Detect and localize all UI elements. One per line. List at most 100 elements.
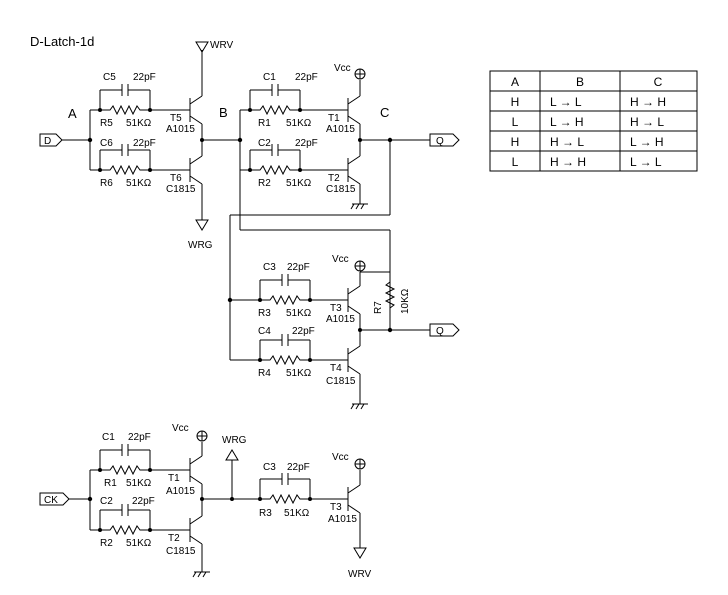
label-res-value: 51KΩ [286, 178, 312, 189]
label-cap-value: 22pF [133, 138, 156, 149]
label-cap-value: 22pF [295, 72, 318, 83]
table-cell: L [512, 155, 519, 169]
label-part-a1015: A1015 [166, 124, 195, 135]
rail-label-wrv: WRV [348, 569, 371, 580]
table-cell: H → L [550, 135, 584, 149]
label-r1: R1 [104, 478, 117, 489]
input-ck-port [39, 492, 70, 506]
label-t1: T1 [168, 473, 180, 484]
label-r2: R2 [100, 538, 113, 549]
label-t3: T3 [330, 502, 342, 513]
resistor-r2 [250, 164, 300, 176]
label-cap-value: 22pF [295, 138, 318, 149]
resistor-r1 [100, 464, 150, 476]
label-cap-value: 22pF [128, 432, 151, 443]
table-header: A [511, 75, 519, 89]
label-part-c1815: C1815 [166, 546, 196, 557]
label-part-a1015: A1015 [328, 514, 357, 525]
diagram-title: D-Latch-1d [30, 34, 94, 49]
label-res-value: 51KΩ [126, 118, 152, 129]
port-label: CK [44, 495, 58, 506]
label-res-value: 51KΩ [126, 478, 152, 489]
label-c3: C3 [263, 462, 276, 473]
resistor-r1 [250, 104, 300, 116]
label-res-value: 51KΩ [126, 538, 152, 549]
resistor-r5 [100, 104, 150, 116]
port-label: D [44, 136, 51, 147]
label-cap-value: 22pF [287, 262, 310, 273]
label-t5: T5 [170, 113, 182, 124]
resistor-r6 [100, 164, 150, 176]
label-part-a1015: A1015 [326, 314, 355, 325]
label-part-c1815: C1815 [166, 184, 196, 195]
input-d-port [39, 133, 63, 147]
table-cell: L → L [630, 155, 662, 169]
table-header: C [654, 75, 663, 89]
label-t3: T3 [330, 303, 342, 314]
port-label: Q [436, 326, 444, 337]
label-c3: C3 [263, 262, 276, 273]
node-label-a: A [68, 106, 77, 121]
label-t1: T1 [328, 113, 340, 124]
label-part-c1815: C1815 [326, 376, 356, 387]
label-t4: T4 [330, 363, 342, 374]
label-res-value: 51KΩ [284, 508, 310, 519]
label-t2: T2 [168, 533, 180, 544]
node-label-b: B [219, 105, 228, 120]
table-cell: L → L [550, 95, 582, 109]
label-part-c1815: C1815 [326, 184, 356, 195]
wrg-rail-marker [195, 219, 209, 231]
table-frame [489, 70, 698, 172]
label-cap-value: 22pF [292, 326, 315, 337]
rail-label-wrg: WRG [188, 240, 213, 251]
table-cell: L → H [550, 115, 584, 129]
label-r7: R7 [373, 301, 384, 314]
label-r5: R5 [100, 118, 113, 129]
label-c6: C6 [100, 138, 113, 149]
inverter-stage-b: C1 22pF R1 51KΩ C2 22pF R2 51KΩ Vcc T1 A… [229, 63, 460, 330]
resistor-r2 [100, 524, 150, 536]
input-stage: D A C5 22pF R5 51KΩ C6 22pF R6 [39, 40, 243, 251]
table-cell: H [511, 135, 520, 149]
label-cap-value: 22pF [287, 462, 310, 473]
label-t6: T6 [170, 173, 182, 184]
wrg-rail-marker [225, 449, 239, 461]
rail-label-vcc: Vcc [334, 63, 351, 74]
table-cell: L [512, 115, 519, 129]
label-cap-value: 22pF [132, 496, 155, 507]
label-r3: R3 [259, 508, 272, 519]
label-cap-value: 22pF [133, 72, 156, 83]
label-r7-value: 10KΩ [400, 288, 411, 314]
table-cell: H [511, 95, 520, 109]
table-header: B [576, 75, 584, 89]
table-cell: H → L [630, 115, 664, 129]
label-r2: R2 [258, 178, 271, 189]
resistor-r3 [260, 493, 310, 505]
wrv-rail-marker [353, 547, 367, 559]
label-r3: R3 [258, 308, 271, 319]
label-part-a1015: A1015 [326, 124, 355, 135]
label-c1: C1 [102, 432, 115, 443]
label-res-value: 51KΩ [286, 368, 312, 379]
label-c2: C2 [258, 138, 271, 149]
rail-label-wrv: WRV [210, 40, 233, 51]
truth-table: A B C H L → L H → H L L → H H → L H H → … [489, 70, 698, 172]
label-r4: R4 [258, 368, 271, 379]
label-c5: C5 [103, 72, 116, 83]
inverter-stage-c: C3 22pF R3 51KΩ C4 22pF R4 51KΩ Vcc T3 A… [227, 254, 460, 410]
label-res-value: 51KΩ [286, 308, 312, 319]
table-cell: H → H [550, 155, 586, 169]
node-label-c: C [380, 105, 389, 120]
rail-label-vcc: Vcc [332, 452, 349, 463]
resistor-r3 [260, 294, 310, 306]
label-res-value: 51KΩ [286, 118, 312, 129]
output-q-port [429, 133, 460, 147]
rail-label-vcc: Vcc [332, 254, 349, 265]
label-c1: C1 [263, 72, 276, 83]
table-cell: L → H [630, 135, 664, 149]
resistor-r7 [384, 272, 396, 330]
rail-label-wrg: WRG [222, 435, 247, 446]
label-part-a1015: A1015 [166, 486, 195, 497]
label-t2: T2 [328, 173, 340, 184]
